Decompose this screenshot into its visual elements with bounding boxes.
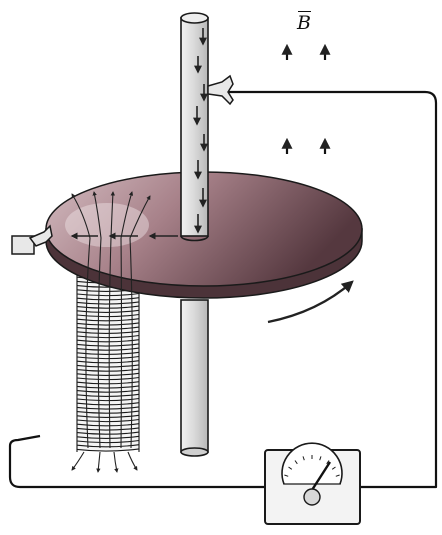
dial-tick xyxy=(319,456,322,461)
galvanometer-icon xyxy=(264,442,361,525)
coil-field-lines xyxy=(71,191,151,473)
magnetic-field-label: B xyxy=(297,11,311,34)
dial-tick xyxy=(302,456,305,461)
dial-tick xyxy=(294,460,298,465)
dial-tick xyxy=(284,474,289,477)
rotation-arrow xyxy=(267,280,354,324)
dial-tick xyxy=(326,460,330,465)
upper-axle xyxy=(180,12,209,242)
circuit-wire xyxy=(8,90,438,489)
lower-axle xyxy=(180,299,209,453)
axle-brush xyxy=(207,74,234,106)
dial-tick xyxy=(331,466,336,470)
axle-current-arrows xyxy=(193,28,208,234)
field-arrows xyxy=(281,43,331,154)
dial-tick xyxy=(288,466,293,470)
dial-tick xyxy=(335,474,340,477)
lower-axle-base xyxy=(180,447,209,457)
rim-brush xyxy=(11,224,53,255)
